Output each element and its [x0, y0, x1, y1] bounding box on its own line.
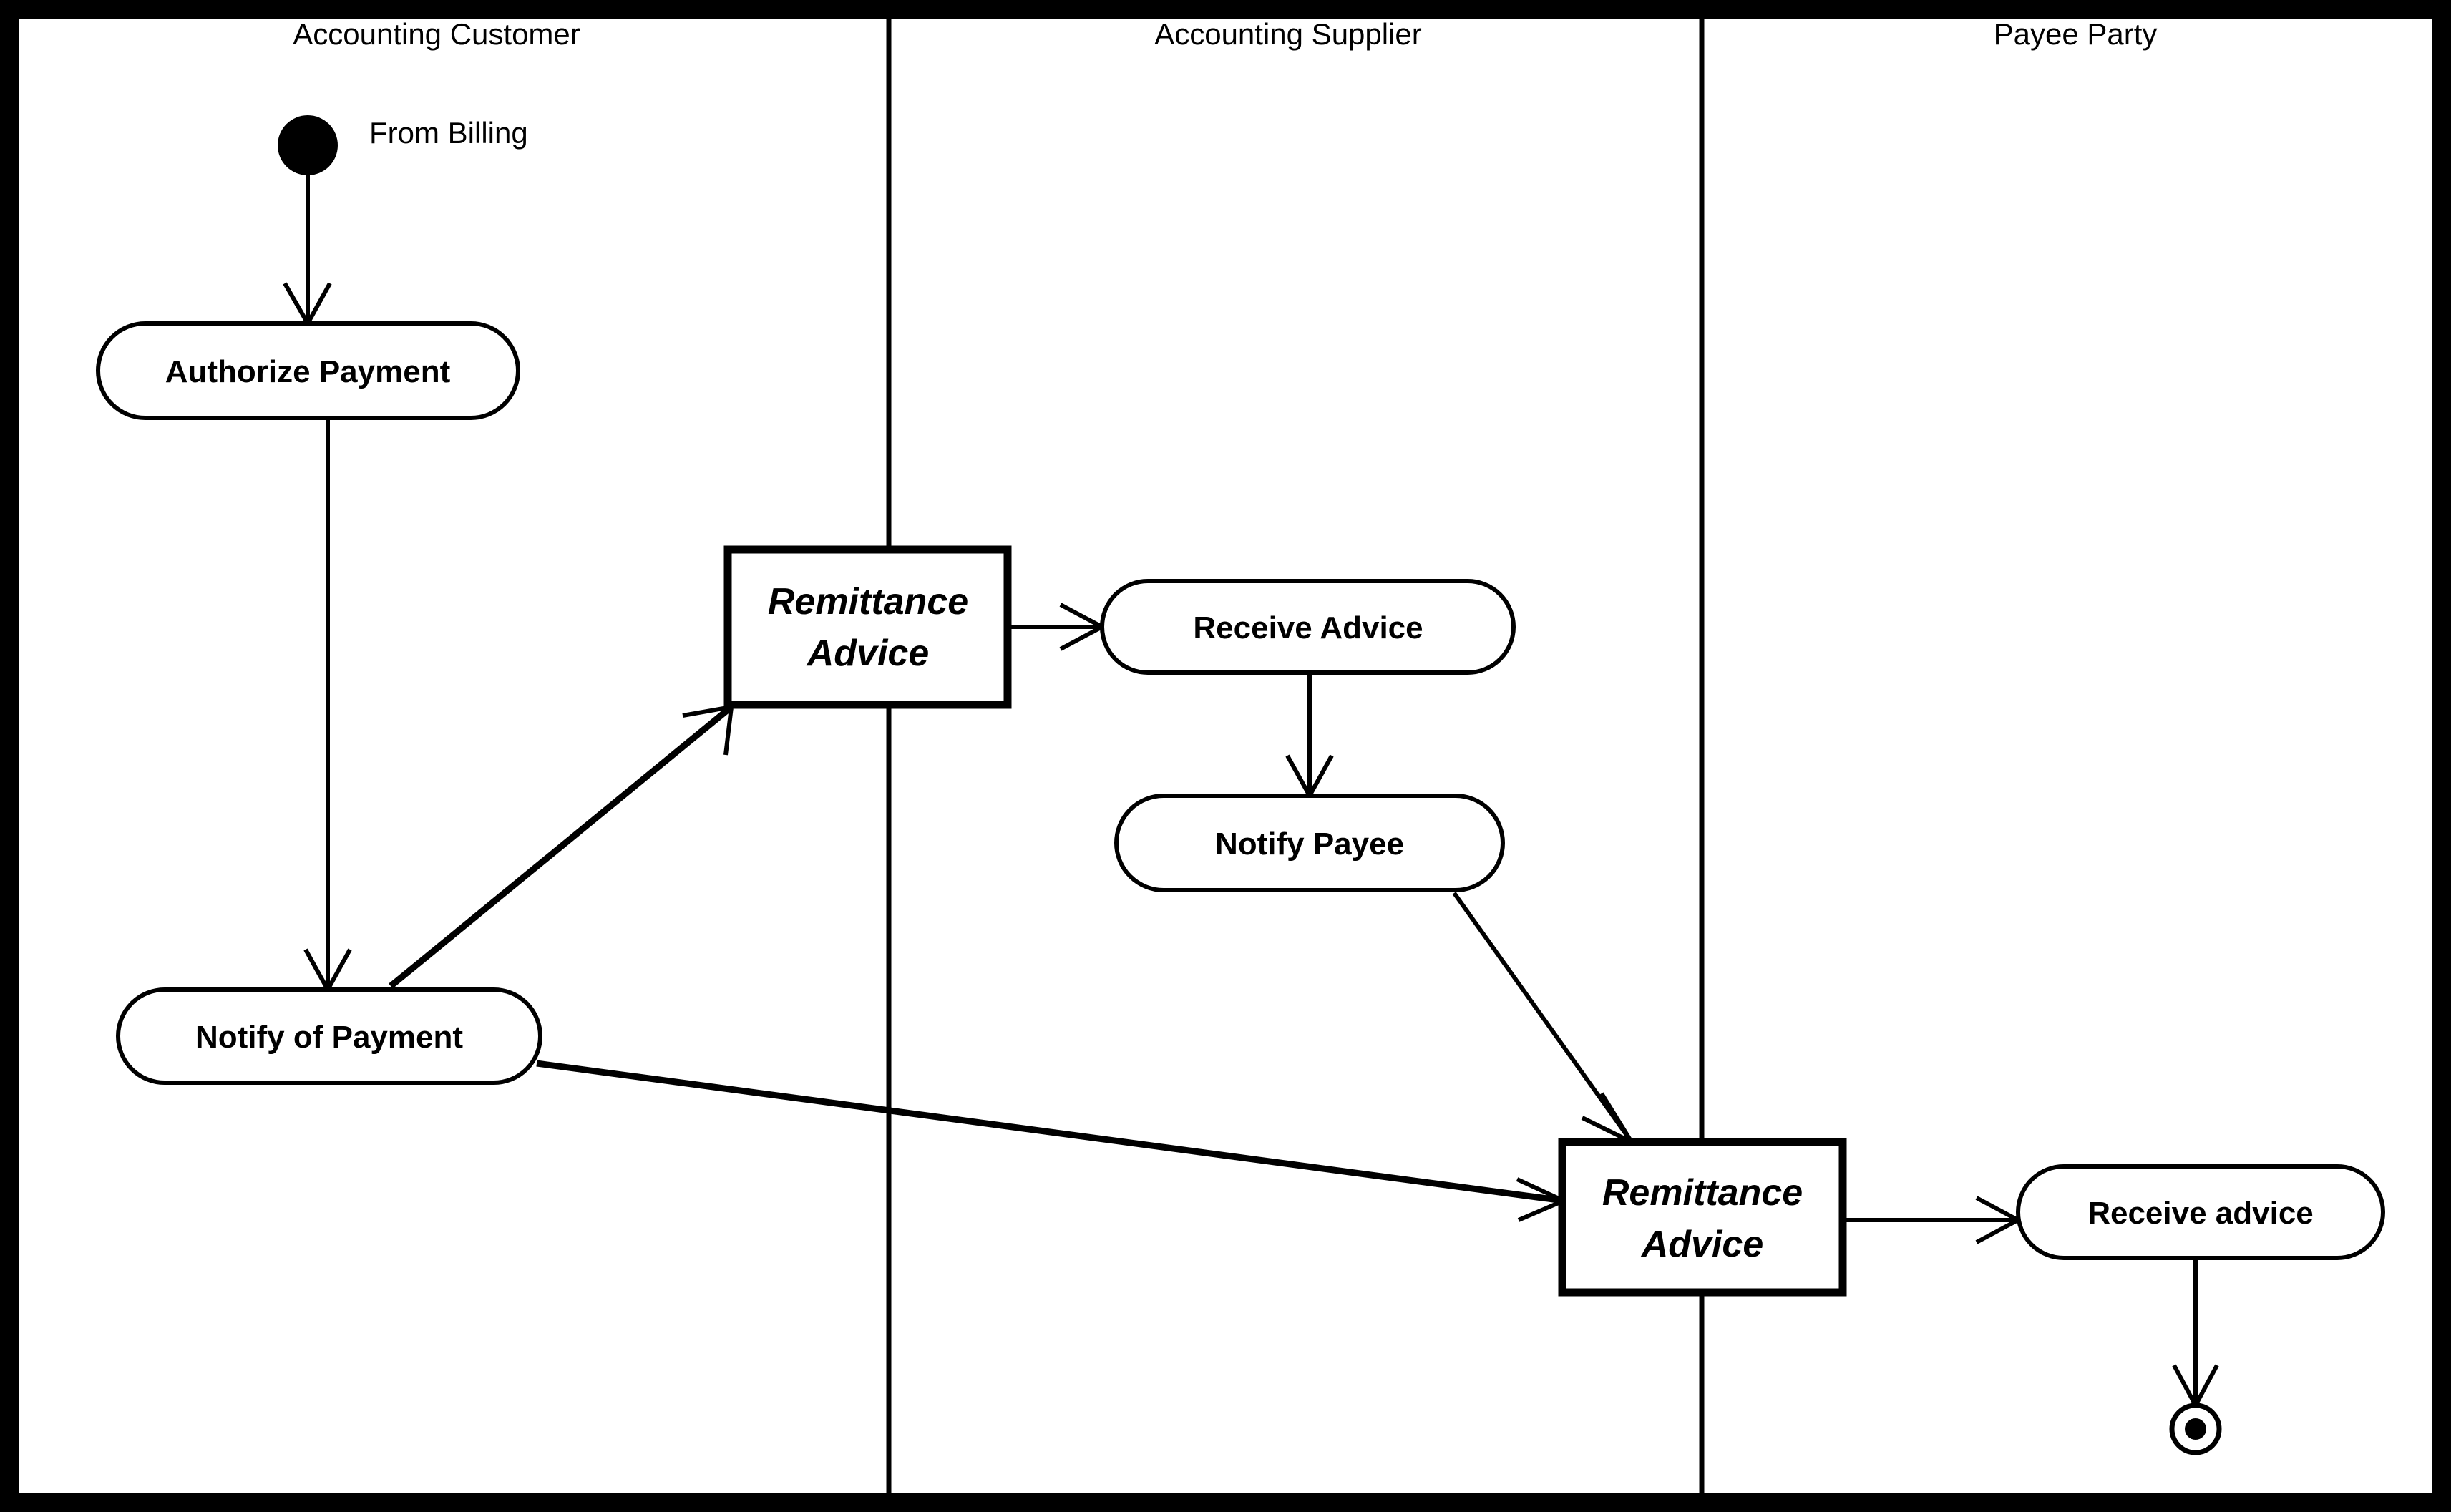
object-remittance-advice-1[interactable]: Remittance Advice [723, 545, 1012, 709]
flow-remittance-advice-2-to-receive-advice-payee [1843, 1196, 2023, 1244]
object-remittance-advice-2-line1: Remittance [1602, 1172, 1803, 1214]
flow-notify-payee-to-remittance-advice-2 [1452, 892, 1638, 1148]
object-remittance-advice-1-line1: Remittance [768, 581, 968, 623]
action-notify-payee-label: Notify Payee [1215, 826, 1404, 862]
flow-receive-advice-payee-to-final [2172, 1258, 2219, 1410]
action-receive-advice-supplier[interactable]: Receive Advice [1100, 579, 1516, 675]
action-receive-advice-payee-label: Receive advice [2087, 1196, 2314, 1231]
action-notify-of-payment-label: Notify of Payment [195, 1020, 463, 1055]
action-notify-payee[interactable]: Notify Payee [1114, 794, 1505, 892]
lane-header-payee-party: Payee Party [1994, 17, 2158, 51]
action-receive-advice-payee[interactable]: Receive advice [2016, 1164, 2385, 1260]
action-authorize-payment[interactable]: Authorize Payment [96, 321, 520, 420]
action-receive-advice-supplier-label: Receive Advice [1193, 610, 1423, 645]
flow-remittance-advice-1-to-receive-advice [1008, 603, 1107, 651]
lane-header-accounting-supplier: Accounting Supplier [1154, 17, 1422, 51]
object-remittance-advice-2[interactable]: Remittance Advice [1558, 1138, 1847, 1297]
action-authorize-payment-label: Authorize Payment [165, 354, 451, 389]
initial-node-icon [278, 115, 338, 175]
lane-header-accounting-customer: Accounting Customer [293, 17, 580, 51]
flow-notify-of-payment-to-remittance-advice-2 [536, 1060, 1569, 1222]
flow-authorize-payment-to-notify-of-payment [303, 418, 352, 995]
final-node-icon [2169, 1403, 2222, 1455]
object-remittance-advice-2-line2: Advice [1640, 1224, 1764, 1265]
from-billing-label: From Billing [369, 116, 528, 150]
flow-receive-advice-to-notify-payee [1285, 673, 1334, 801]
object-remittance-advice-1-line2: Advice [806, 633, 930, 674]
flow-initial-to-authorize-payment [283, 175, 332, 328]
action-notify-of-payment[interactable]: Notify of Payment [116, 987, 542, 1085]
flow-notify-of-payment-to-remittance-advice-1 [389, 704, 734, 989]
